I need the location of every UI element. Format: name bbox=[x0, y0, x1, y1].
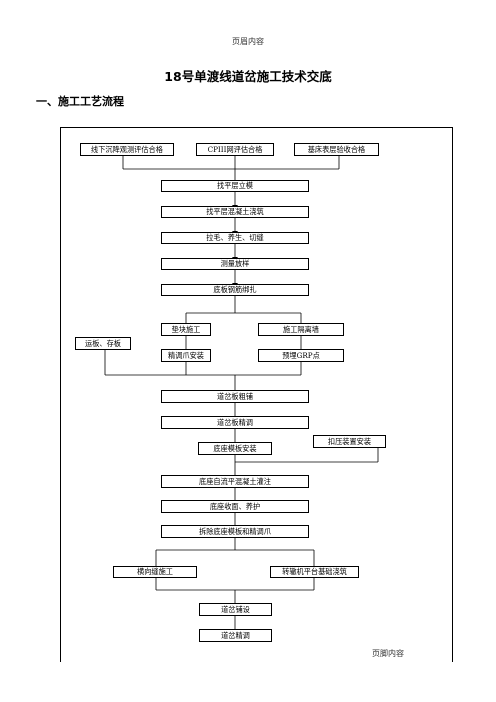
page-header: 页眉内容 bbox=[232, 37, 264, 46]
flow-step-subgrade-settlement: 线下沉降观测评估合格 bbox=[80, 143, 174, 156]
flow-step-survey-layout: 测量放样 bbox=[161, 258, 309, 270]
flow-step-base-formwork: 底座模板安装 bbox=[198, 442, 272, 455]
flow-step-self-leveling-concrete: 底座自流平混凝土灌注 bbox=[161, 475, 309, 488]
flow-step-pad-construction: 垫块施工 bbox=[161, 323, 211, 336]
flow-step-grp-points: 预埋GRP点 bbox=[258, 349, 344, 362]
document-title: 18号单渡线道岔施工技术交底 bbox=[164, 69, 332, 84]
flow-step-turnout-fine-adjust: 道岔精调 bbox=[199, 629, 272, 642]
flow-step-transport-storage: 运板、存板 bbox=[75, 337, 131, 350]
flow-step-rebar-binding: 底板钢筋绑扎 bbox=[161, 284, 309, 296]
section-heading: 一、施工工艺流程 bbox=[36, 95, 124, 108]
flow-step-cpiii-network: CPIII网评估合格 bbox=[196, 143, 274, 156]
flow-step-surface-curing: 底座收面、养护 bbox=[161, 500, 309, 513]
flow-step-fine-adjust: 道岔板精调 bbox=[161, 416, 309, 429]
flow-step-leveling-formwork: 找平层立模 bbox=[161, 180, 309, 192]
flow-step-remove-formwork: 拆除底座模板和精调爪 bbox=[161, 525, 309, 538]
flow-step-clamp-device: 扣压装置安装 bbox=[313, 435, 386, 448]
flow-step-leveling-concrete: 找平层混凝土浇筑 bbox=[161, 206, 309, 218]
flow-step-transverse-joint: 横向缝施工 bbox=[113, 566, 197, 578]
page-footer: 页脚内容 bbox=[372, 649, 404, 658]
flow-step-roughen-cure-cut: 拉毛、养生、切缝 bbox=[161, 232, 309, 244]
flow-step-switch-machine-base: 转辙机平台基础浇筑 bbox=[270, 566, 359, 578]
flow-step-rough-laying: 道岔板粗铺 bbox=[161, 390, 309, 403]
flow-step-adjuster-install: 精调爪安装 bbox=[161, 349, 211, 362]
flow-step-subgrade-surface: 基床表层验收合格 bbox=[294, 143, 379, 156]
flow-step-turnout-laying: 道岔铺设 bbox=[199, 603, 272, 616]
flow-step-isolation-wall: 施工隔离墙 bbox=[258, 323, 344, 336]
flowchart-frame bbox=[60, 127, 453, 662]
